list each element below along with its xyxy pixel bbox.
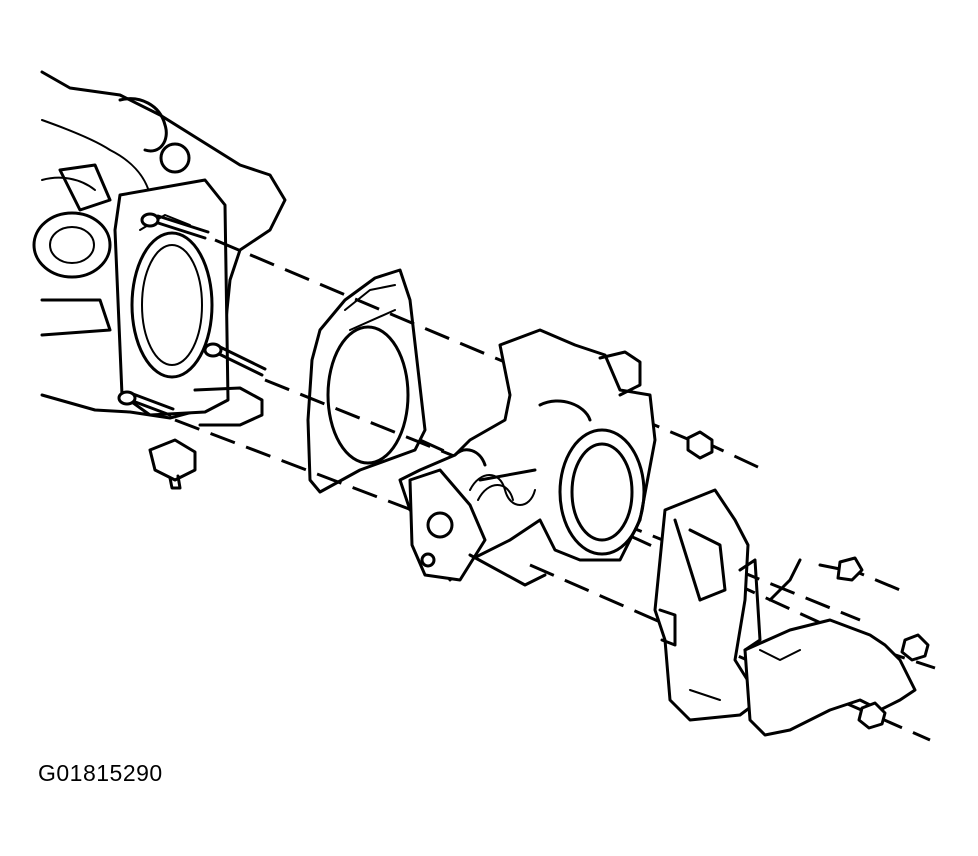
throttle-body: [398, 328, 657, 587]
throttle-body-nuts: [686, 430, 714, 460]
figure-id-label: G01815290: [38, 760, 163, 786]
bracket: [653, 488, 762, 722]
mounting-studs: [117, 212, 267, 417]
gasket: [306, 268, 427, 494]
intake-manifold: [32, 70, 287, 490]
bracket-bolt: [818, 556, 864, 582]
bracket-nuts: [857, 633, 930, 730]
